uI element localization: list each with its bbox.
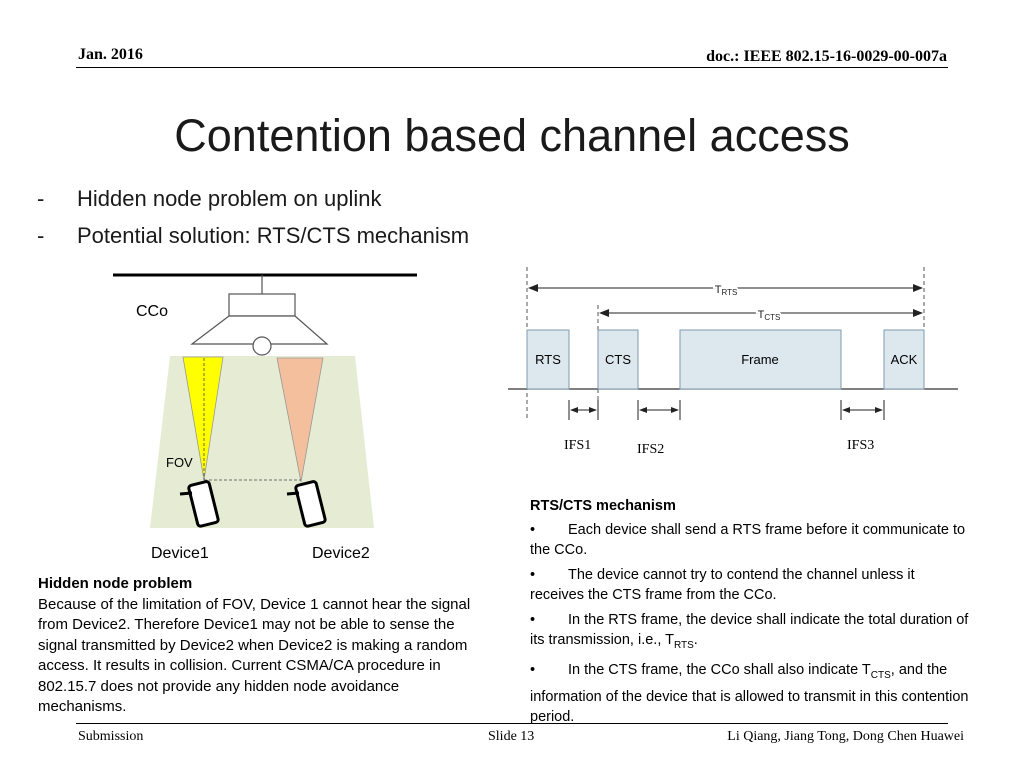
device1-fov-cone [182, 356, 224, 481]
light-coverage-area [150, 356, 374, 528]
hidden-node-body: Because of the limitation of FOV, Device… [38, 595, 471, 716]
ack-frame [883, 329, 925, 390]
ifs2-label: IFS2 [637, 442, 664, 457]
cts-frame [597, 329, 639, 390]
ack-frame-label: ACK [891, 352, 918, 367]
t-cts-arrow [599, 309, 923, 317]
footer-submission: Submission [78, 729, 144, 744]
footer-slide-number: Slide 13 [488, 729, 535, 744]
fov-label: FOV [166, 455, 193, 470]
bullet-marker: - [37, 185, 45, 211]
device1-label: Device1 [151, 545, 209, 562]
bullet-list: - Hidden node problem on uplink - Potent… [37, 180, 469, 254]
ifs3-label: IFS3 [847, 438, 874, 453]
rts-frame [526, 329, 570, 390]
ifs3-arrow [840, 400, 885, 420]
rts-cts-timing-diagram: TRTS TCTS RTS CTS Frame ACK IFS1 IFS2 IF… [508, 267, 958, 457]
rts-cts-item-end: , and the information of the device that… [530, 662, 969, 726]
cts-frame-label: CTS [605, 352, 631, 367]
bullet-item: - Potential solution: RTS/CTS mechanism [37, 217, 469, 254]
ifs2-arrow [637, 400, 681, 420]
hidden-node-figure: CCo FOV [113, 273, 417, 528]
bullet-text: Potential solution: RTS/CTS mechanism [77, 222, 470, 248]
bullet-dot: • [530, 662, 536, 679]
bullet-marker: - [37, 222, 45, 248]
bullet-dot: • [530, 611, 536, 628]
rts-cts-description: RTS/CTS mechanism •Each device shall sen… [530, 496, 970, 732]
device2-icon [286, 480, 327, 528]
device1-icon [179, 480, 220, 528]
cco-lamp-shade [190, 315, 329, 345]
data-frame-label: Frame [741, 352, 779, 367]
data-frame [679, 329, 842, 390]
t-cts-label: TCTS [758, 309, 781, 322]
bullet-dot: • [530, 566, 536, 583]
footer-rule [76, 723, 948, 724]
t-rts-label: TRTS [715, 284, 738, 297]
cco-housing [228, 293, 296, 317]
header-rule [76, 67, 948, 68]
slide-title: Contention based channel access [174, 110, 850, 161]
rts-cts-item-text: Each device shall send a RTS frame befor… [530, 521, 966, 559]
rts-cts-item: • In the CTS frame, the CCo shall also in… [530, 660, 970, 727]
cts-subscript: CTS [870, 670, 891, 682]
rts-subscript: RTS [673, 639, 694, 651]
rts-cts-item-text: In the RTS frame, the device shall indic… [530, 611, 969, 649]
rts-frame-label: RTS [535, 352, 561, 367]
cco-label: CCo [136, 303, 168, 320]
t-rts-arrow [528, 284, 923, 292]
footer-authors: Li Qiang, Jiang Tong, Dong Chen Huawei [727, 729, 964, 744]
bullet-item: - Hidden node problem on uplink [37, 180, 469, 217]
rts-cts-item: •Each device shall send a RTS frame befo… [530, 520, 970, 561]
hidden-node-description: Hidden node problem Because of the limit… [38, 574, 490, 718]
rts-cts-item-end: . [693, 632, 698, 648]
cco-led [252, 336, 272, 356]
rts-cts-item: •The device cannot try to contend the ch… [530, 565, 970, 606]
rts-cts-item: •In the RTS frame, the device shall indi… [530, 610, 970, 657]
device2-label: Device2 [312, 545, 370, 562]
bullet-text: Hidden node problem on uplink [77, 185, 382, 211]
hidden-node-title: Hidden node problem [38, 575, 193, 592]
bullet-dot: • [530, 521, 536, 538]
rts-cts-item-text: The device cannot try to contend the cha… [530, 566, 915, 604]
header-doc-id: doc.: IEEE 802.15-16-0029-00-007a [706, 48, 947, 65]
ifs1-label: IFS1 [564, 438, 591, 453]
rts-cts-item-text: In the CTS frame, the CCo shall also ind… [568, 662, 871, 679]
rts-cts-title: RTS/CTS mechanism [530, 498, 676, 514]
ifs1-arrow [568, 400, 599, 420]
header-date: Jan. 2016 [78, 46, 143, 63]
device2-fov-cone [276, 357, 324, 483]
